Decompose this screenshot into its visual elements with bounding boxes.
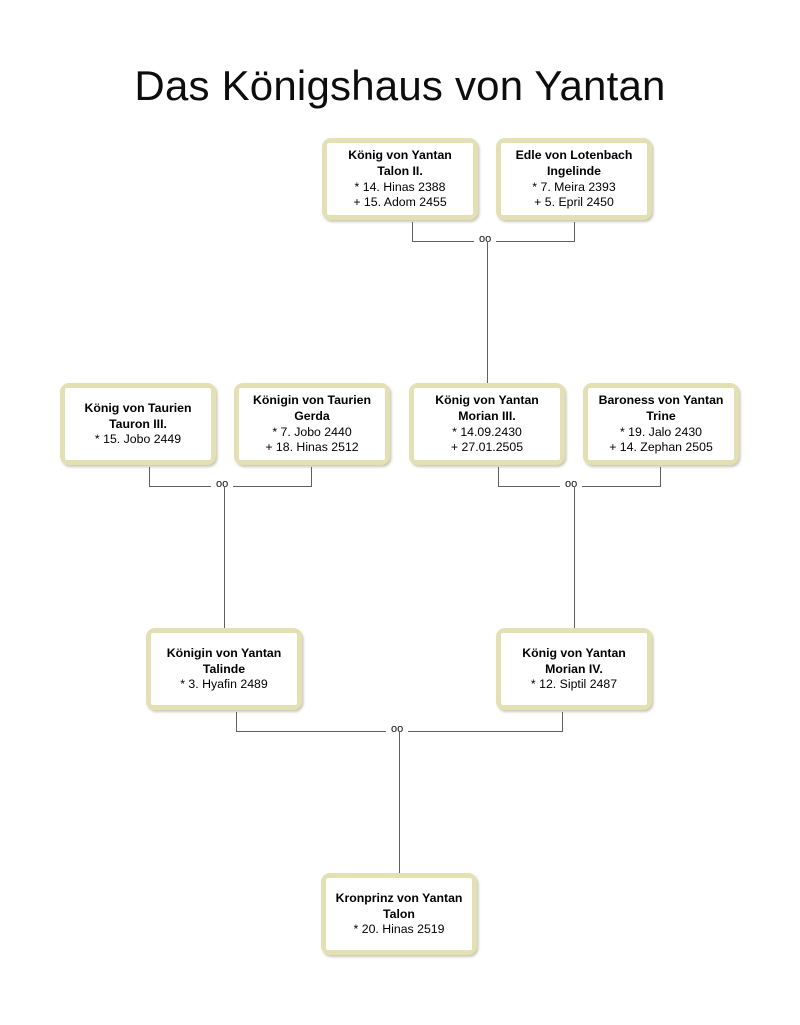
person-birth: * 7. Meira 2393 [532, 179, 616, 194]
marriage-stem-left-m2 [149, 467, 150, 486]
person-box-talon-kronprinz[interactable]: Kronprinz von Yantan Talon * 20. Hinas 2… [321, 873, 477, 955]
person-box-trine[interactable]: Baroness von Yantan Trine * 19. Jalo 243… [583, 383, 739, 465]
person-title: Baroness von Yantan [598, 392, 724, 407]
person-name: Morian III. [458, 408, 516, 423]
person-birth: * 12. Siptil 2487 [530, 677, 618, 692]
person-name: Talon [383, 906, 415, 921]
person-box-talon-ii[interactable]: König von Yantan Talon II. * 14. Hinas 2… [322, 138, 478, 220]
person-name: Morian IV. [545, 661, 603, 676]
person-box-ingelinde[interactable]: Edle von Lotenbach Ingelinde * 7. Meira … [496, 138, 652, 220]
person-birth: * 14.09.2430 [452, 424, 522, 439]
marriage-symbol-m2: oo [211, 479, 234, 490]
person-title: Edle von Lotenbach [515, 147, 633, 162]
person-card-inner: Königin von Taurien Gerda * 7. Jobo 2440… [239, 388, 385, 460]
descent-line-m1-to-morian-iii [487, 241, 488, 383]
person-title: König von Yantan [522, 645, 626, 660]
descent-line-m2-to-talinde [224, 486, 225, 628]
person-card-inner: Kronprinz von Yantan Talon * 20. Hinas 2… [326, 878, 472, 950]
person-title: Königin von Taurien [253, 392, 371, 407]
person-card-inner: Baroness von Yantan Trine * 19. Jalo 243… [588, 388, 734, 460]
person-birth: * 3. Hyafin 2489 [180, 677, 268, 692]
person-box-morian-iv[interactable]: König von Yantan Morian IV. * 12. Siptil… [496, 628, 652, 710]
person-name: Trine [646, 408, 676, 423]
person-birth: * 7. Jobo 2440 [272, 424, 352, 439]
marriage-stem-left-m1 [412, 222, 413, 241]
page-title: Das Königshaus von Yantan [134, 62, 666, 109]
person-name: Talinde [202, 661, 246, 676]
person-box-morian-iii[interactable]: König von Yantan Morian III. * 14.09.243… [409, 383, 565, 465]
person-title: Königin von Yantan [166, 645, 282, 660]
person-card-inner: Edle von Lotenbach Ingelinde * 7. Meira … [501, 143, 647, 215]
descent-line-m3-to-morian-iv [574, 486, 575, 628]
person-card-inner: König von Yantan Morian IV. * 12. Siptil… [501, 633, 647, 705]
person-name: Tauron III. [109, 416, 167, 431]
person-title: König von Taurien [84, 400, 192, 415]
person-card-inner: Königin von Yantan Talinde * 3. Hyafin 2… [151, 633, 297, 705]
person-death: + 5. Epril 2450 [534, 195, 614, 210]
marriage-symbol-m4: oo [386, 724, 409, 735]
person-card-inner: König von Yantan Talon II. * 14. Hinas 2… [327, 143, 473, 215]
marriage-symbol-m3: oo [560, 479, 583, 490]
person-birth: * 14. Hinas 2388 [354, 179, 446, 194]
marriage-stem-right-m1 [574, 222, 575, 241]
person-birth: * 15. Jobo 2449 [94, 432, 182, 447]
descent-line-m4-to-talon [399, 731, 400, 873]
person-death: + 15. Adom 2455 [353, 195, 447, 210]
marriage-stem-left-m4 [236, 712, 237, 731]
person-name: Gerda [294, 408, 330, 423]
marriage-symbol-m1: oo [474, 234, 497, 245]
person-card-inner: König von Taurien Tauron III. * 15. Jobo… [65, 388, 211, 460]
person-title: König von Yantan [435, 392, 539, 407]
person-box-tauron-iii[interactable]: König von Taurien Tauron III. * 15. Jobo… [60, 383, 216, 465]
person-death: + 18. Hinas 2512 [265, 440, 359, 455]
marriage-stem-right-m4 [562, 712, 563, 731]
marriage-stem-right-m2 [311, 467, 312, 486]
person-birth: * 19. Jalo 2430 [619, 424, 703, 439]
person-name: Ingelinde [547, 163, 601, 178]
marriage-stem-left-m3 [498, 467, 499, 486]
person-death: + 27.01.2505 [450, 440, 524, 455]
person-title: Kronprinz von Yantan [335, 890, 463, 905]
person-death: + 14. Zephan 2505 [609, 440, 713, 455]
person-title: König von Yantan [348, 147, 452, 162]
person-card-inner: König von Yantan Morian III. * 14.09.243… [414, 388, 560, 460]
person-birth: * 20. Hinas 2519 [353, 922, 445, 937]
person-box-gerda[interactable]: Königin von Taurien Gerda * 7. Jobo 2440… [234, 383, 390, 465]
marriage-stem-right-m3 [660, 467, 661, 486]
person-box-talinde[interactable]: Königin von Yantan Talinde * 3. Hyafin 2… [146, 628, 302, 710]
person-name: Talon II. [377, 163, 423, 178]
